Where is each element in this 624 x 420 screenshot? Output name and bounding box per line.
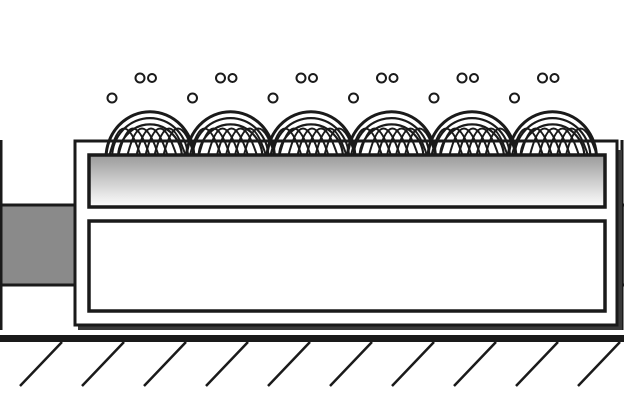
fibre-strand [528, 127, 563, 158]
hatch-line [453, 341, 497, 387]
fibre-strand [135, 127, 169, 158]
left-side-block [0, 203, 78, 287]
fibre-strand [224, 127, 259, 158]
fibre-strand [153, 127, 187, 158]
loop-arc [513, 117, 592, 159]
fibre-strand [233, 127, 268, 158]
fibre-strand [144, 127, 178, 158]
loop-arc [507, 110, 598, 159]
fibre-strand [466, 127, 500, 158]
loop-arc [358, 123, 425, 159]
fibre-tip [227, 73, 238, 83]
fibre-strand [376, 127, 411, 158]
fibre-strand [555, 127, 590, 158]
fibre-tip [376, 72, 387, 84]
fibre-tip [308, 73, 318, 83]
fibre-strand [546, 127, 581, 158]
loop-arc [271, 117, 351, 159]
hatch-line [391, 341, 435, 387]
fibre-tip [295, 72, 307, 84]
fibre-strand [206, 127, 241, 158]
hatch-line [267, 341, 311, 387]
backing-bar [87, 153, 607, 209]
fibre-tip [428, 92, 440, 104]
fibre-tip [187, 92, 198, 104]
loop-arc [110, 117, 190, 159]
fibre-strand [475, 127, 509, 158]
fibre-tip [348, 92, 359, 104]
loop-arc [277, 123, 345, 159]
fibre-tip [215, 72, 226, 84]
pile-loop [104, 72, 196, 159]
hatch-line [81, 341, 125, 387]
loop-arc [352, 117, 431, 159]
loop-arc [116, 123, 184, 159]
floor-line [0, 335, 624, 342]
fibre-strand [314, 127, 348, 158]
loop-arc [191, 117, 270, 159]
hatch-line [577, 341, 621, 387]
fibre-strand [394, 127, 429, 158]
fibre-strand [448, 127, 482, 158]
fibre-strand [537, 127, 572, 158]
hatch-line [205, 341, 249, 387]
pile-loop [265, 72, 357, 159]
floor-hatching [19, 341, 621, 387]
pile-loops [104, 72, 599, 159]
fibre-strand [287, 127, 321, 158]
loop-arc [432, 117, 512, 159]
fibre-strand [126, 127, 160, 158]
fibre-strand [385, 127, 420, 158]
fibre-tip [134, 72, 146, 84]
hatch-line [329, 341, 373, 387]
fibre-tip [388, 73, 399, 83]
fibre-strand [457, 127, 491, 158]
fibre-tip [509, 92, 520, 104]
fibre-tip [267, 92, 279, 104]
base-layer [87, 219, 607, 313]
fibre-tip [106, 92, 118, 104]
fibre-tip [469, 73, 479, 83]
fibre-tip [456, 72, 468, 84]
hatch-line [515, 341, 559, 387]
fibre-strand [215, 127, 250, 158]
fibre-strand [305, 127, 339, 158]
hatch-line [143, 341, 187, 387]
pile-loop [507, 72, 599, 159]
fibre-tip [147, 73, 157, 83]
loop-arc [197, 123, 264, 159]
fibre-strand [296, 127, 330, 158]
fibre-tip [549, 73, 560, 83]
hatch-line [19, 341, 63, 387]
fibre-strand [367, 127, 402, 158]
loop-arc [519, 123, 586, 159]
fibre-tip [537, 72, 548, 84]
loop-arc [438, 123, 506, 159]
